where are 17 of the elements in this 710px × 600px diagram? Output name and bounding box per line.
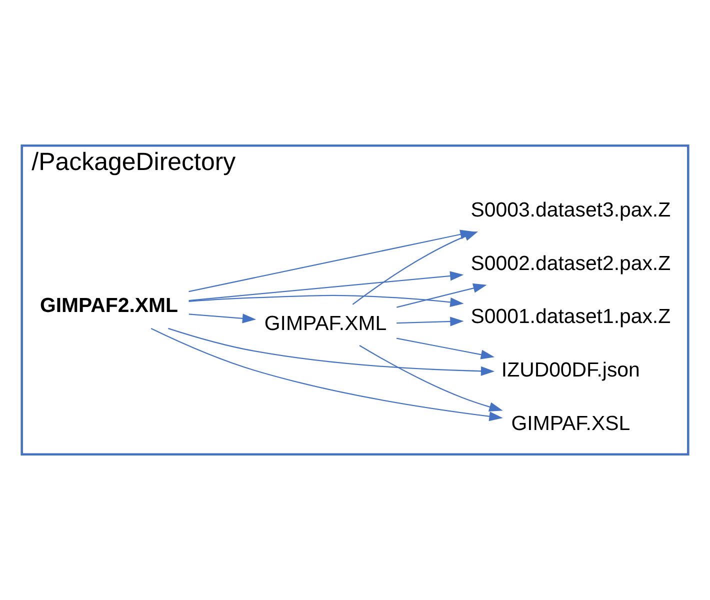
node-text: GIMPAF.XSL <box>511 412 630 435</box>
node-text: GIMPAF2.XML <box>40 294 178 317</box>
arrow <box>396 338 495 360</box>
node-text: IZUD00DF.json <box>501 360 640 382</box>
arrow <box>396 283 487 308</box>
arrow <box>188 230 474 292</box>
node-text: S0003.dataset3.pax.Z <box>470 199 671 222</box>
arrow <box>359 345 503 412</box>
arrow <box>188 271 464 302</box>
arrow <box>168 328 495 376</box>
arrow <box>188 314 256 324</box>
arrow <box>396 316 464 326</box>
arrow <box>188 294 464 307</box>
node-text: S0002.dataset2.pax.Z <box>470 252 671 275</box>
node-text: S0001.dataset1.pax.Z <box>470 306 671 328</box>
node-text: GIMPAF.XML <box>264 312 387 335</box>
arrow <box>150 328 503 422</box>
